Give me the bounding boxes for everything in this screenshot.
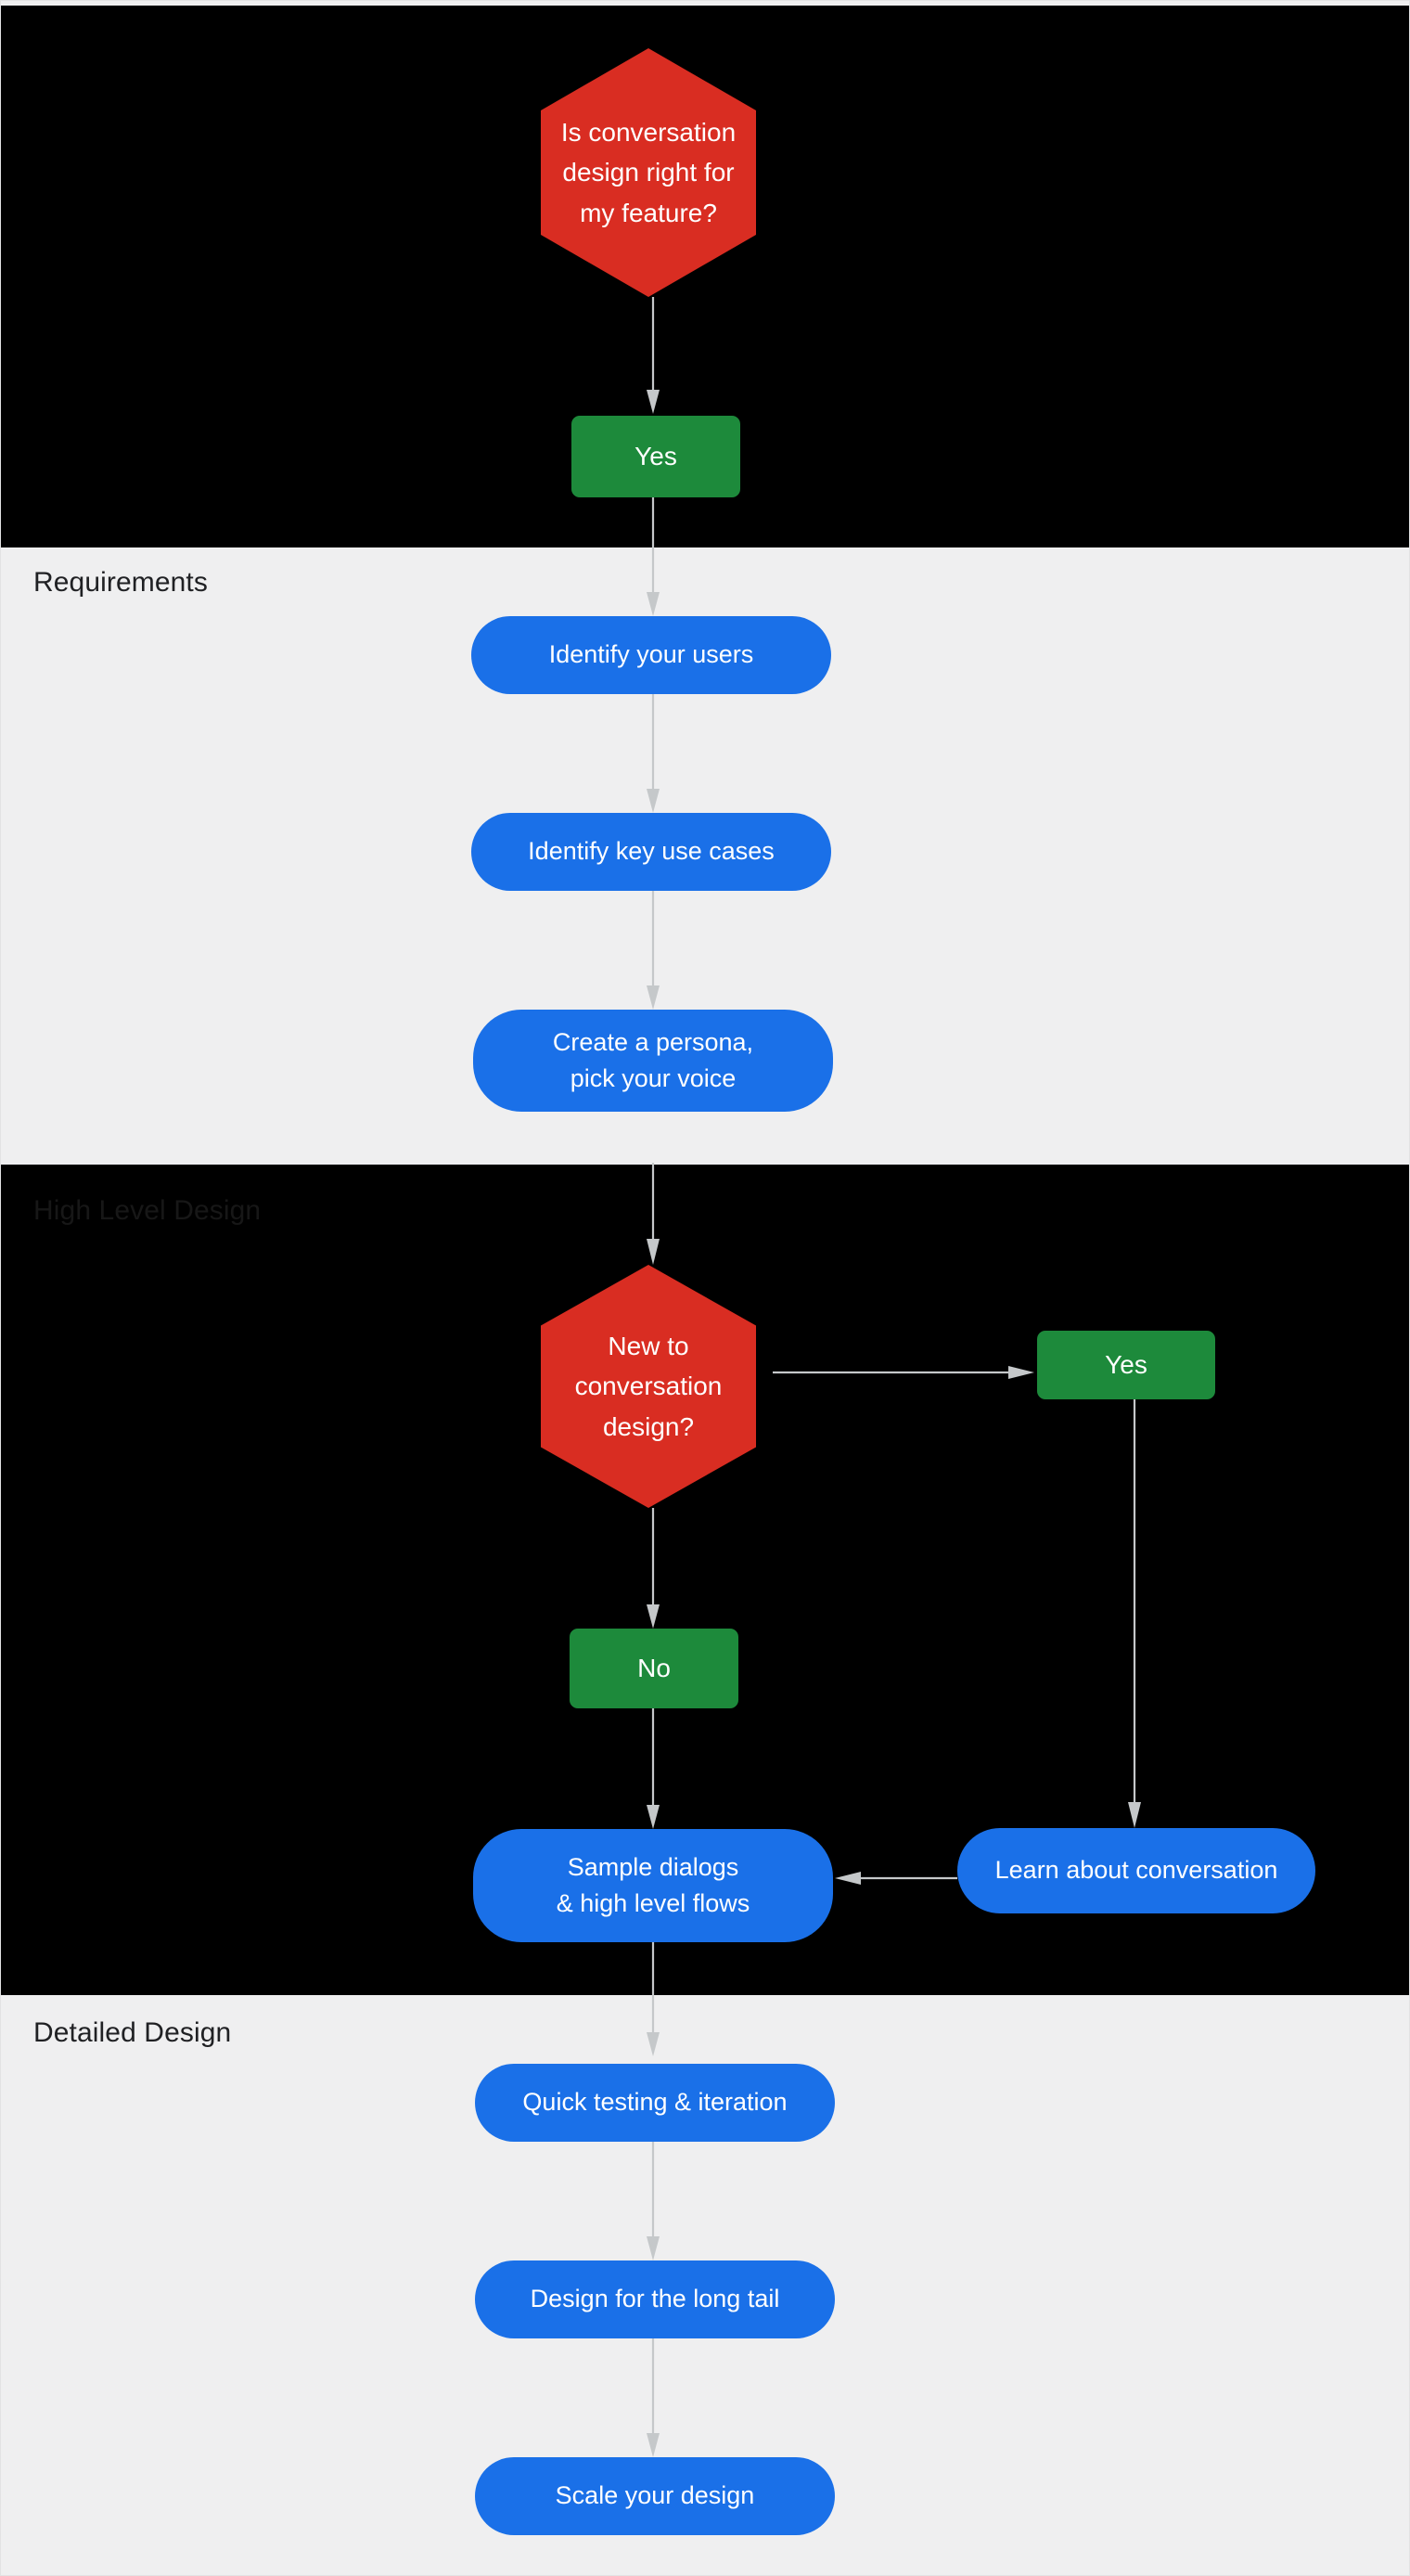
- step-node-label: Scale your design: [555, 2481, 755, 2510]
- answer-node-label: Yes: [1105, 1350, 1147, 1379]
- edge-answer3-to-step4: [646, 1708, 660, 1829]
- step-node-identify-your-users[interactable]: Identify your users: [471, 616, 831, 694]
- step-node-label: Quick testing & iteration: [522, 2088, 788, 2117]
- answer-node-yes-2[interactable]: Yes: [1037, 1331, 1215, 1399]
- edge-step6-to-step7: [646, 2142, 660, 2260]
- section-label-high-level-design: High Level Design: [33, 1195, 262, 1226]
- answer-node-no[interactable]: No: [570, 1629, 738, 1708]
- edge-step2-to-step3: [646, 891, 660, 1010]
- answer-node-label: No: [637, 1654, 671, 1682]
- step-node-label: Sample dialogs & high level flows: [556, 1852, 750, 1917]
- step-node-scale-your-design[interactable]: Scale your design: [475, 2457, 835, 2535]
- section-label-requirements: Requirements: [33, 567, 208, 598]
- step-node-quick-testing-iteration[interactable]: Quick testing & iteration: [475, 2064, 835, 2142]
- answer-node-yes-1[interactable]: Yes: [571, 416, 740, 497]
- step-node-label: Identify your users: [548, 640, 754, 669]
- step-node-label: Create a persona, pick your voice: [552, 1027, 754, 1092]
- decision-node-label: New to conversation design?: [574, 1331, 723, 1441]
- edge-step1-to-step2: [646, 694, 660, 813]
- edge-answer1-to-step1: [646, 497, 660, 616]
- edge-decision2-to-answer2: [773, 1365, 1034, 1380]
- edge-decision1-to-answer1: [646, 297, 660, 414]
- step-node-label: Identify key use cases: [528, 837, 775, 866]
- step-node-label: Design for the long tail: [530, 2285, 780, 2313]
- edge-answer2-to-step5: [1127, 1399, 1142, 1828]
- edge-step3-to-decision2: [646, 1163, 660, 1265]
- answer-node-label: Yes: [634, 442, 677, 470]
- step-node-learn-about-conversation[interactable]: Learn about conversation: [957, 1828, 1315, 1913]
- decision-node-conversation-design-right[interactable]: Is conversation design right for my feat…: [541, 48, 756, 297]
- step-node-identify-key-use-cases[interactable]: Identify key use cases: [471, 813, 831, 891]
- edge-step4-to-step6: [646, 1942, 660, 2056]
- step-node-design-for-long-tail[interactable]: Design for the long tail: [475, 2260, 835, 2338]
- decision-node-label: Is conversation design right for my feat…: [560, 117, 737, 227]
- section-label-detailed-design: Detailed Design: [33, 2017, 232, 2048]
- edge-step5-to-step4: [835, 1871, 957, 1886]
- step-node-create-persona-pick-voice[interactable]: Create a persona, pick your voice: [473, 1010, 833, 1112]
- step-node-sample-dialogs-high-level-flows[interactable]: Sample dialogs & high level flows: [473, 1829, 833, 1942]
- edge-decision2-to-answer3: [646, 1508, 660, 1629]
- step-node-label: Learn about conversation: [994, 1856, 1278, 1885]
- edge-step7-to-step8: [646, 2338, 660, 2457]
